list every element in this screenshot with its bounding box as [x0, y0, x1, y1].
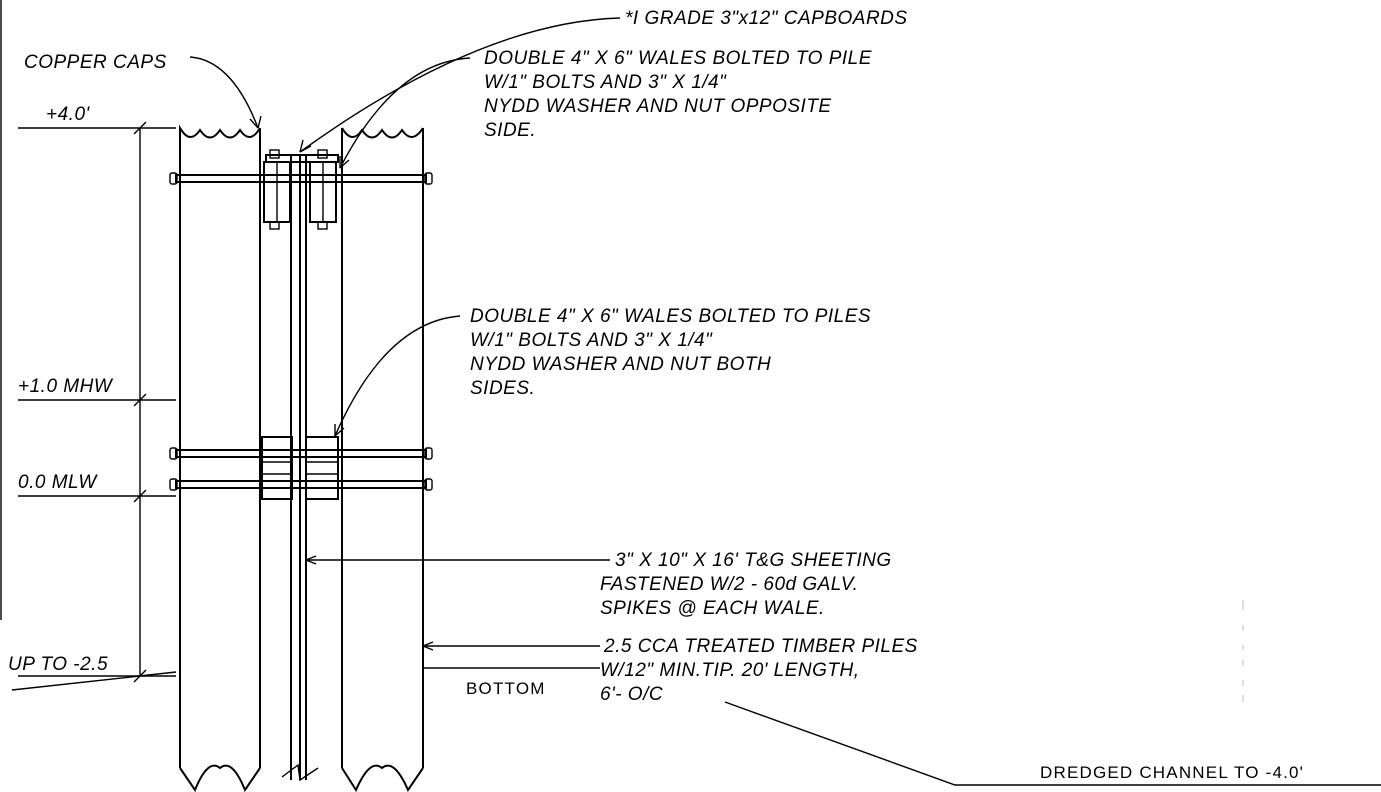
- dredged-channel-label: DREDGED CHANNEL TO -4.0': [1040, 763, 1304, 782]
- elevation-top-label: +4.0': [46, 104, 91, 125]
- note-wales-mid-line-3: NYDD WASHER AND NUT BOTH: [470, 354, 771, 375]
- elevation-bottom-label: UP TO -2.5: [8, 654, 108, 675]
- note-piles-line-1: 2.5 CCA TREATED TIMBER PILES: [603, 636, 918, 657]
- dredged-channel-leader: [724, 701, 1381, 786]
- note-wales-mid-line-1: DOUBLE 4" X 6" WALES BOLTED TO PILES: [470, 306, 871, 327]
- right-timber-pile: [341, 127, 424, 792]
- elevation-dimension-line: [11, 121, 177, 691]
- note-wales-top-line-1: DOUBLE 4" X 6" WALES BOLTED TO PILE: [484, 48, 872, 69]
- bottom-label: BOTTOM: [466, 679, 546, 698]
- tg-sheeting: [281, 155, 319, 782]
- note-wales-mid-line-2: W/1" BOLTS AND 3" X 1/4": [470, 330, 713, 351]
- copper-caps-label: COPPER CAPS: [24, 52, 167, 73]
- elevation-mlw-label: 0.0 MLW: [18, 472, 98, 493]
- note-wales-top-line-3: NYDD WASHER AND NUT OPPOSITE: [484, 96, 832, 117]
- elevation-mhw-label: +1.0 MHW: [18, 376, 114, 397]
- top-wales: [263, 149, 337, 230]
- note-wales-mid-line-4: SIDES.: [470, 378, 535, 399]
- middle-wales: [261, 436, 339, 500]
- note-wales-top: DOUBLE 4" X 6" WALES BOLTED TO PILE W/1"…: [484, 48, 872, 141]
- top-through-bolt: [169, 172, 433, 185]
- capboards-leader: [299, 17, 621, 153]
- note-piles-line-2: W/12" MIN.TIP. 20' LENGTH,: [600, 660, 860, 681]
- note-sheeting-line-3: SPIKES @ EACH WALE.: [600, 598, 825, 619]
- capboards-label: *I GRADE 3"x12" CAPBOARDS: [625, 8, 908, 29]
- note-sheeting-line-1: 3" X 10" X 16' T&G SHEETING: [615, 550, 892, 571]
- wales-top-leader: [339, 57, 471, 169]
- left-timber-pile: [179, 124, 261, 792]
- note-piles: 2.5 CCA TREATED TIMBER PILES W/12" MIN.T…: [600, 636, 918, 705]
- wales-mid-leader: [334, 315, 461, 437]
- note-wales-top-line-4: SIDE.: [484, 120, 536, 141]
- lower-mid-through-bolt: [169, 478, 433, 491]
- upper-mid-through-bolt: [169, 447, 433, 460]
- note-wales-top-line-2: W/1" BOLTS AND 3" X 1/4": [484, 72, 727, 93]
- note-sheeting: 3" X 10" X 16' T&G SHEETING FASTENED W/2…: [600, 550, 892, 619]
- note-piles-line-3: 6'- O/C: [600, 684, 663, 705]
- note-sheeting-line-2: FASTENED W/2 - 60d GALV.: [600, 574, 858, 595]
- copper-caps-leader: [189, 56, 259, 129]
- capboard: [265, 154, 339, 163]
- note-wales-mid: DOUBLE 4" X 6" WALES BOLTED TO PILES W/1…: [470, 306, 871, 399]
